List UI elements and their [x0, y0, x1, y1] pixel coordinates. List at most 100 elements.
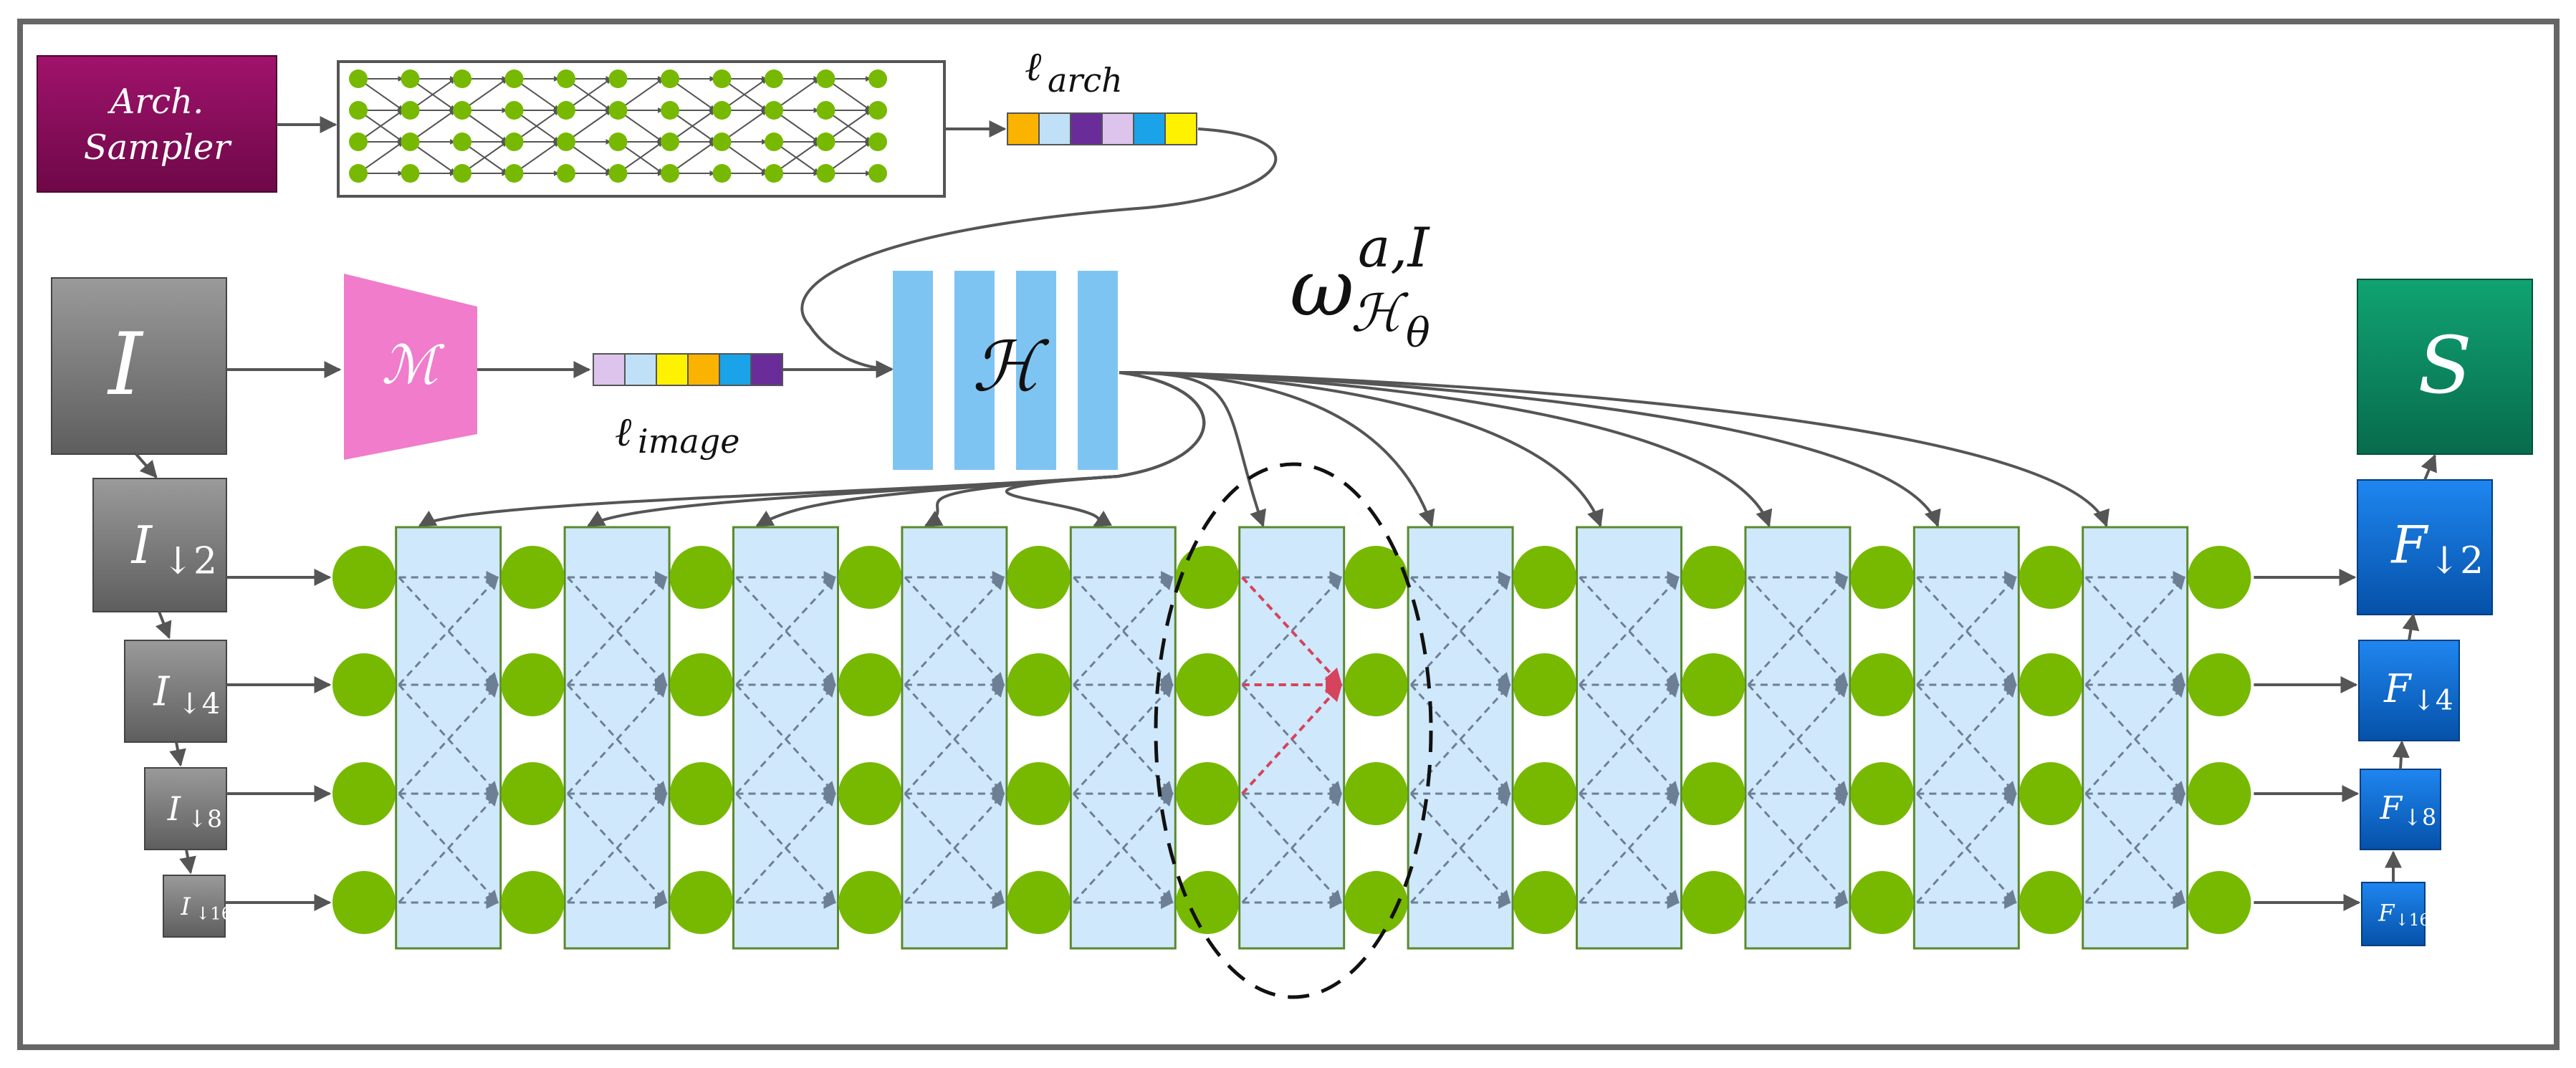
- network-cell: [1407, 526, 1514, 950]
- network-node: [2188, 653, 2251, 716]
- sampler-node: [349, 133, 368, 151]
- sampler-node: [349, 101, 368, 120]
- network-cell: [732, 526, 839, 950]
- downsample-arrow: [169, 741, 186, 767]
- feature-pyramid-subscript: ↓4: [2412, 685, 2453, 717]
- upsample-arrow: [2421, 453, 2437, 481]
- cell-edge: [398, 792, 499, 904]
- sampler-node: [765, 164, 783, 183]
- network-node: [1682, 546, 1746, 609]
- input-image-label: I: [107, 315, 144, 415]
- cell-edge: [1916, 683, 2017, 795]
- network-node: [1007, 762, 1071, 825]
- sampler-node: [868, 101, 887, 120]
- sampler-node: [401, 164, 420, 183]
- network-node: [838, 546, 902, 609]
- weights-superscript: a,I: [1358, 216, 1430, 279]
- arrow-arch-embedding-to-hypernet: [800, 128, 1278, 377]
- network-node: [2188, 546, 2251, 609]
- sampler-node: [868, 164, 887, 183]
- network-node: [501, 546, 565, 609]
- input-pyramid-box: [124, 640, 227, 743]
- network-node: [669, 546, 733, 609]
- weight-arrow: [1119, 371, 1435, 528]
- sampler-node: [712, 164, 732, 183]
- network-cell: [563, 526, 671, 950]
- sampler-node: [453, 133, 471, 151]
- embedding-cell: [1101, 112, 1134, 145]
- network-node: [838, 871, 902, 934]
- feature-pyramid-box: [2361, 882, 2426, 946]
- cell-edge: [1579, 792, 1680, 904]
- network-cell: [1069, 526, 1177, 950]
- network-node: [2188, 762, 2251, 825]
- network-node: [1850, 653, 1914, 716]
- feature-pyramid-label: F: [2383, 666, 2413, 711]
- sampler-node: [401, 69, 420, 88]
- input-pyramid-label: I: [167, 789, 181, 828]
- sampler-node: [712, 101, 732, 120]
- embedding-cell: [656, 353, 689, 386]
- weights-subsubscript: θ: [1406, 310, 1430, 357]
- sampler-node: [504, 101, 524, 120]
- network-node: [2188, 871, 2251, 934]
- network-node: [332, 546, 396, 609]
- sampler-node: [816, 101, 835, 120]
- sampler-node: [453, 69, 471, 88]
- sampler-node: [504, 164, 524, 183]
- cell-edge: [398, 683, 499, 795]
- network-node: [2019, 762, 2082, 825]
- feature-pyramid-label: F: [2378, 900, 2395, 927]
- network-node: [1176, 653, 1239, 716]
- arch-embedding-vector: ℓ arch: [1007, 44, 1197, 145]
- network-node: [1344, 762, 1408, 825]
- network-cell: [1576, 526, 1682, 950]
- sampler-node: [868, 133, 887, 151]
- embedding-cell: [1038, 112, 1071, 145]
- arch-sampler-box: Arch. Sampler: [37, 55, 277, 193]
- downsample-arrow: [135, 453, 158, 478]
- selected-edge: [1241, 683, 1343, 795]
- weights-symbol: ω: [1290, 242, 1354, 334]
- network-node: [838, 653, 902, 716]
- weight-injection-arrows: [418, 371, 2110, 528]
- cell-edge: [904, 792, 1005, 904]
- cell-edge: [1579, 683, 1680, 795]
- cell-edge: [566, 792, 668, 904]
- network-node: [1176, 871, 1239, 934]
- sampler-node: [765, 69, 783, 88]
- cell-edge: [735, 792, 836, 904]
- network-node: [838, 762, 902, 825]
- sampler-node: [608, 164, 628, 183]
- image-encoder: ℳ: [344, 274, 477, 460]
- embedding-cell: [1164, 112, 1197, 145]
- image-embedding-symbol: ℓ: [615, 409, 632, 456]
- network-node: [1850, 871, 1914, 934]
- network-cell: [1238, 526, 1346, 950]
- network-node: [332, 653, 396, 716]
- embedding-cell: [719, 353, 752, 386]
- embedding-cell: [687, 353, 720, 386]
- embedding-cell: [750, 353, 783, 386]
- network-node: [501, 871, 565, 934]
- search-space-graph: [337, 60, 946, 198]
- output-label: S: [2418, 319, 2471, 411]
- sampler-node: [608, 133, 628, 151]
- network-node: [1176, 546, 1239, 609]
- feature-pyramid-box: [2360, 769, 2441, 850]
- sampler-node: [765, 133, 783, 151]
- network-node: [332, 871, 396, 934]
- network-node: [1513, 653, 1576, 716]
- sampler-node: [816, 164, 835, 183]
- sampler-node: [349, 69, 368, 88]
- input-pyramid-label: I: [153, 669, 171, 716]
- sampler-node: [401, 101, 420, 120]
- network-node: [1850, 762, 1914, 825]
- hypernetwork: ℋ: [893, 271, 1118, 470]
- network-node: [669, 653, 733, 716]
- sampler-node: [504, 69, 524, 88]
- network-cell: [901, 526, 1008, 950]
- cell-edge: [1409, 792, 1511, 904]
- network-node: [1344, 653, 1408, 716]
